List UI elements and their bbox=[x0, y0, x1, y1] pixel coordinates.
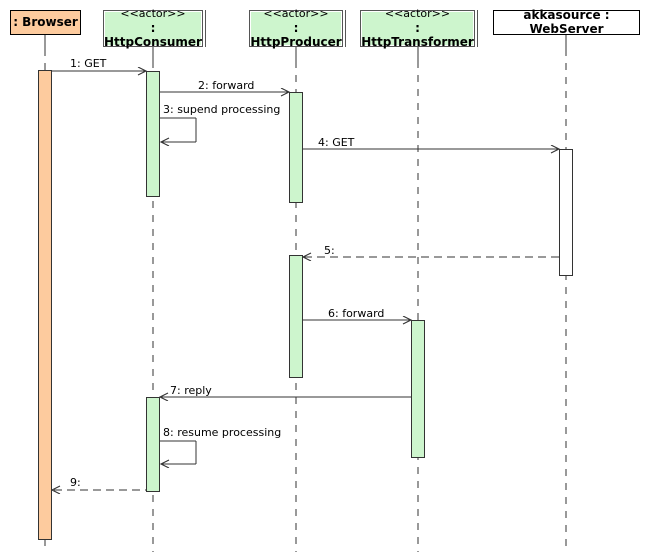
participant-stereotype: <<actor>> bbox=[384, 7, 451, 21]
participant-webserver[interactable]: akkasource : WebServer bbox=[493, 8, 640, 36]
participant-name: : HttpProducer bbox=[250, 21, 342, 49]
message-label-5: 5: bbox=[324, 244, 335, 257]
message-label-9: 9: bbox=[70, 476, 81, 489]
participant-name: : HttpTransformer bbox=[361, 21, 474, 49]
activation-bar-httpconsumer[interactable] bbox=[146, 397, 160, 492]
activation-bar-webserver[interactable] bbox=[559, 149, 573, 276]
activation-bar-httpproducer[interactable] bbox=[289, 255, 303, 378]
activation-bar-httpproducer[interactable] bbox=[289, 92, 303, 203]
message-label-3: 3: supend processing bbox=[163, 103, 281, 116]
participant-name: akkasource : WebServer bbox=[523, 8, 610, 36]
participant-httpconsumer[interactable]: <<actor>>: HttpConsumer bbox=[103, 7, 203, 49]
participant-browser[interactable]: : Browser bbox=[10, 10, 81, 35]
activation-bar-httptransformer[interactable] bbox=[411, 320, 425, 458]
activation-bar-httpconsumer[interactable] bbox=[146, 71, 160, 197]
message-group bbox=[45, 71, 559, 490]
message-label-2: 2: forward bbox=[198, 79, 255, 92]
message-label-6: 6: forward bbox=[328, 307, 385, 320]
lifeline-group bbox=[44, 35, 567, 552]
participant-httpproducer[interactable]: <<actor>>: HttpProducer bbox=[249, 7, 343, 49]
participant-stereotype: <<actor>> bbox=[263, 7, 329, 21]
participant-name: : Browser bbox=[13, 15, 78, 30]
message-label-4: 4: GET bbox=[318, 136, 355, 149]
message-label-1: 1: GET bbox=[70, 57, 107, 70]
participant-stereotype: <<actor>> bbox=[120, 7, 186, 21]
message-label-7: 7: reply bbox=[170, 384, 212, 397]
activation-bar-browser[interactable] bbox=[38, 70, 52, 540]
participant-httptransformer[interactable]: <<actor>>: HttpTransformer bbox=[360, 7, 475, 49]
message-label-8: 8: resume processing bbox=[163, 426, 282, 439]
participant-name: : HttpConsumer bbox=[104, 21, 202, 49]
message-3[interactable] bbox=[160, 117, 197, 142]
message-8[interactable] bbox=[160, 440, 197, 464]
